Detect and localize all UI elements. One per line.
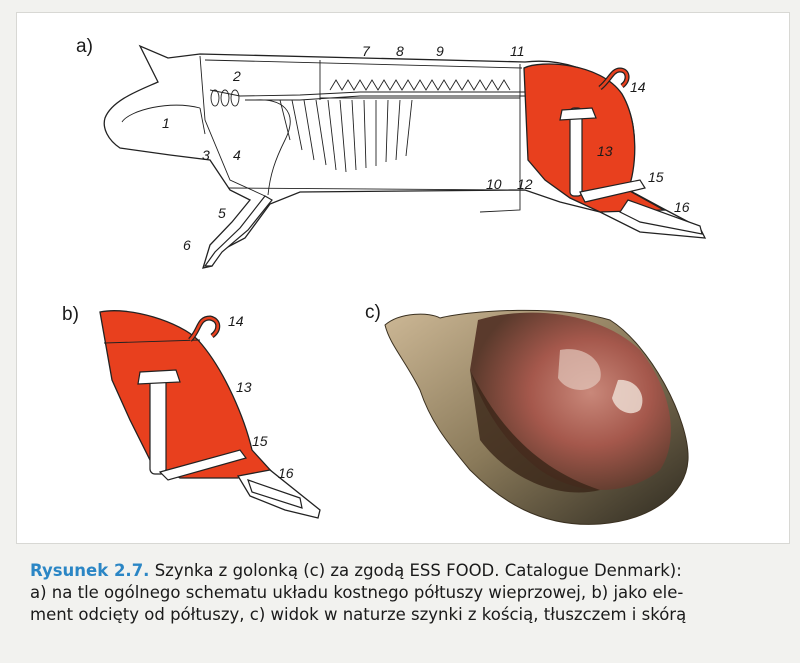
label-a-10: 10 <box>486 176 502 192</box>
label-b-16: 16 <box>278 465 294 481</box>
label-a-6: 6 <box>183 237 191 253</box>
femur-head-b <box>137 369 181 385</box>
foot-bone-b <box>247 479 303 509</box>
shank-bone-b <box>158 449 248 481</box>
caption-line-3: ment odcięty od półtuszy, c) widok w nat… <box>30 605 687 624</box>
ribs-a <box>279 99 413 173</box>
femur-bone-b <box>149 373 167 475</box>
label-a-16: 16 <box>674 199 690 215</box>
caption-line-1: Szynka z golonką (c) za zgodą ESS FOOD. … <box>154 561 682 580</box>
label-a-2: 2 <box>232 68 241 84</box>
spine-a <box>209 89 525 97</box>
panel-a-label: a) <box>76 36 93 57</box>
pig-diagram: 1 2 3 4 5 6 7 8 9 10 11 12 13 14 15 16 a… <box>62 36 707 525</box>
skull-a <box>121 89 240 135</box>
shank-bone-a <box>579 179 646 203</box>
femur-head-a <box>559 107 597 121</box>
label-a-15: 15 <box>648 169 664 185</box>
label-a-12: 12 <box>517 176 533 192</box>
figure-caption: Rysunek 2.7. Szynka z golonką (c) za zgo… <box>30 560 790 626</box>
label-a-1: 1 <box>162 115 170 131</box>
label-a-4: 4 <box>233 147 241 163</box>
label-a-3: 3 <box>202 147 210 163</box>
label-b-14: 14 <box>228 313 244 329</box>
label-b-13: 13 <box>236 379 252 395</box>
figure-label: Rysunek 2.7. <box>30 561 150 580</box>
label-a-14: 14 <box>630 79 646 95</box>
front-leg-bone-a <box>203 195 273 267</box>
label-a-5: 5 <box>218 205 226 221</box>
foot-bone-a <box>619 199 703 235</box>
panel-c-label: c) <box>365 302 381 323</box>
label-a-8: 8 <box>396 43 404 59</box>
ham-region-a <box>523 63 667 213</box>
label-a-13: 13 <box>597 143 613 159</box>
panel-a: 1 2 3 4 5 6 7 8 9 10 11 12 13 14 15 16 <box>103 43 707 269</box>
caption-line-2: a) na tle ogólnego schematu układu kostn… <box>30 583 684 602</box>
panel-b-label: b) <box>62 304 79 325</box>
femur-bone-a <box>569 107 583 197</box>
label-a-7: 7 <box>362 43 371 59</box>
label-a-9: 9 <box>436 43 444 59</box>
ham-photo <box>384 309 689 525</box>
label-b-15: 15 <box>252 433 268 449</box>
label-a-11: 11 <box>510 43 525 59</box>
panel-b: 14 13 15 16 <box>99 310 321 519</box>
